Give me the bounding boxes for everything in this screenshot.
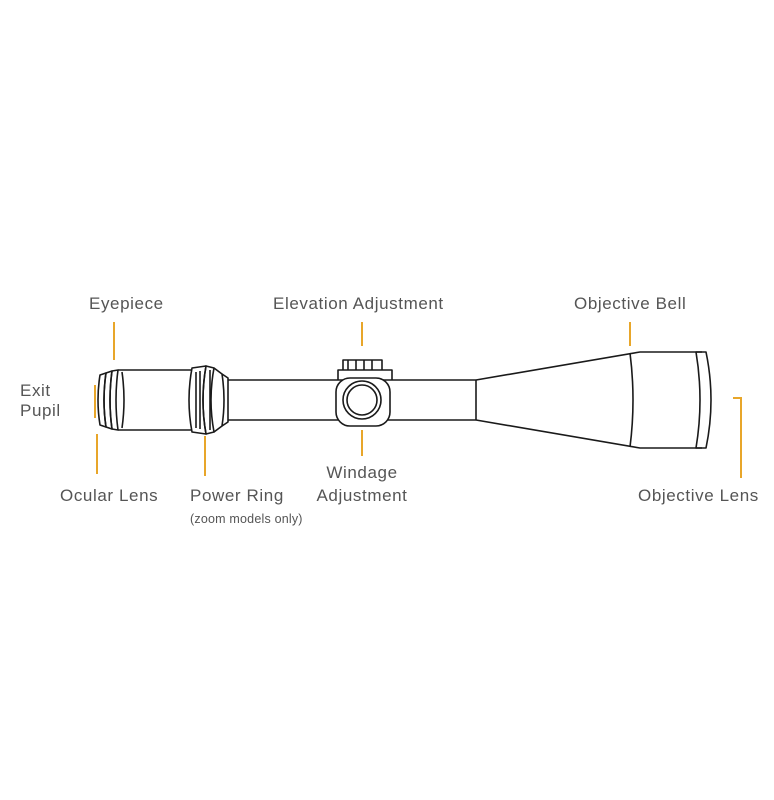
turret-housing bbox=[335, 359, 393, 427]
windage-line1: Windage bbox=[326, 463, 398, 482]
objective-cap bbox=[695, 351, 712, 449]
exit-pupil-label: Exit Pupil bbox=[16, 381, 60, 421]
objective-lens-label: Objective Lens bbox=[638, 486, 759, 505]
exit-pupil-line1: Exit bbox=[20, 381, 51, 400]
eyepiece-body bbox=[118, 369, 192, 431]
power-ring-note: (zoom models only) bbox=[190, 512, 303, 526]
elevation-adjustment-label: Elevation Adjustment bbox=[273, 294, 444, 313]
windage-line2: Adjustment bbox=[316, 486, 408, 505]
exit-pupil-line2: Pupil bbox=[20, 401, 61, 420]
power-ring-shape bbox=[188, 365, 229, 435]
eyepiece-label: Eyepiece bbox=[89, 294, 164, 313]
objective-bell-label: Objective Bell bbox=[574, 294, 687, 313]
power-ring-label: Power Ring bbox=[190, 486, 284, 505]
objective-bell bbox=[475, 351, 702, 449]
ocular-lens-label: Ocular Lens bbox=[60, 486, 159, 505]
objective-lens-leader bbox=[733, 397, 742, 478]
eyepiece-rings bbox=[97, 369, 119, 431]
